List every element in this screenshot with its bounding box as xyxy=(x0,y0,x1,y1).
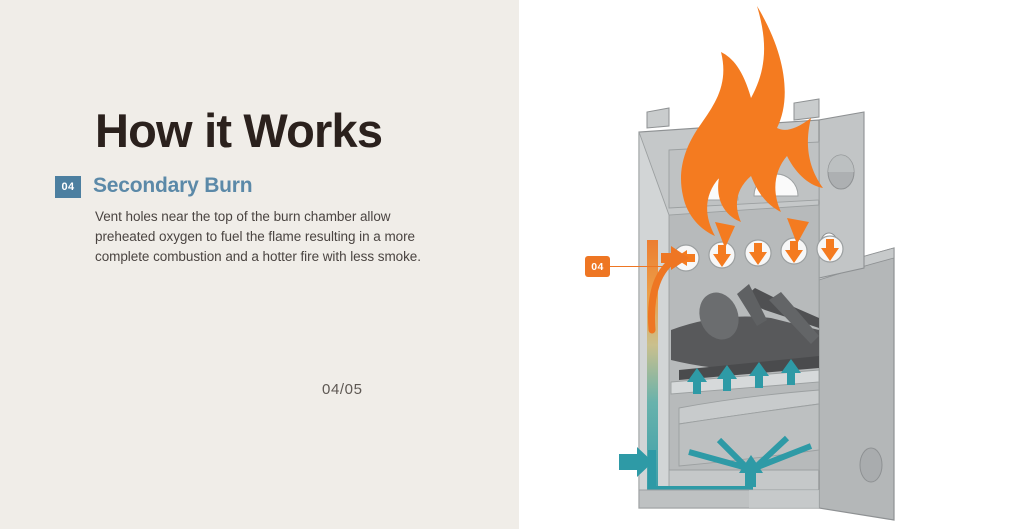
vent-hole xyxy=(780,237,808,265)
wood-stove-diagram xyxy=(619,6,895,521)
preheated-air-arrow xyxy=(647,246,689,334)
flame-icon xyxy=(681,6,823,236)
text-panel: How it Works 04 Secondary Burn Vent hole… xyxy=(0,0,519,529)
step-description: Vent holes near the top of the burn cham… xyxy=(95,209,421,264)
air-arrow-up xyxy=(781,359,801,385)
air-arrow-up xyxy=(749,362,769,388)
vent-hole xyxy=(744,239,772,267)
callout-04[interactable]: 04 xyxy=(585,256,672,277)
page-title: How it Works xyxy=(95,104,383,157)
air-arrow-up xyxy=(717,365,737,391)
page-counter: 04/05 xyxy=(322,381,363,398)
callout-badge: 04 xyxy=(585,256,610,277)
step-heading: Secondary Burn xyxy=(93,174,253,197)
preheat-channel xyxy=(647,240,658,490)
step-number-badge: 04 xyxy=(55,176,81,198)
illustration-panel xyxy=(519,0,1024,529)
air-arrow-up xyxy=(687,368,707,394)
fuel-logs xyxy=(671,284,819,380)
stove-base xyxy=(638,489,820,509)
step-header: 04 Secondary Burn xyxy=(55,174,253,198)
intake-arrow xyxy=(619,447,653,477)
vent-hole xyxy=(708,241,736,269)
vent-hole xyxy=(816,235,844,263)
callout-connector-line xyxy=(610,265,672,268)
outer-shell xyxy=(818,247,895,521)
secondary-vent-holes xyxy=(672,218,844,272)
grate-plate xyxy=(670,369,820,467)
